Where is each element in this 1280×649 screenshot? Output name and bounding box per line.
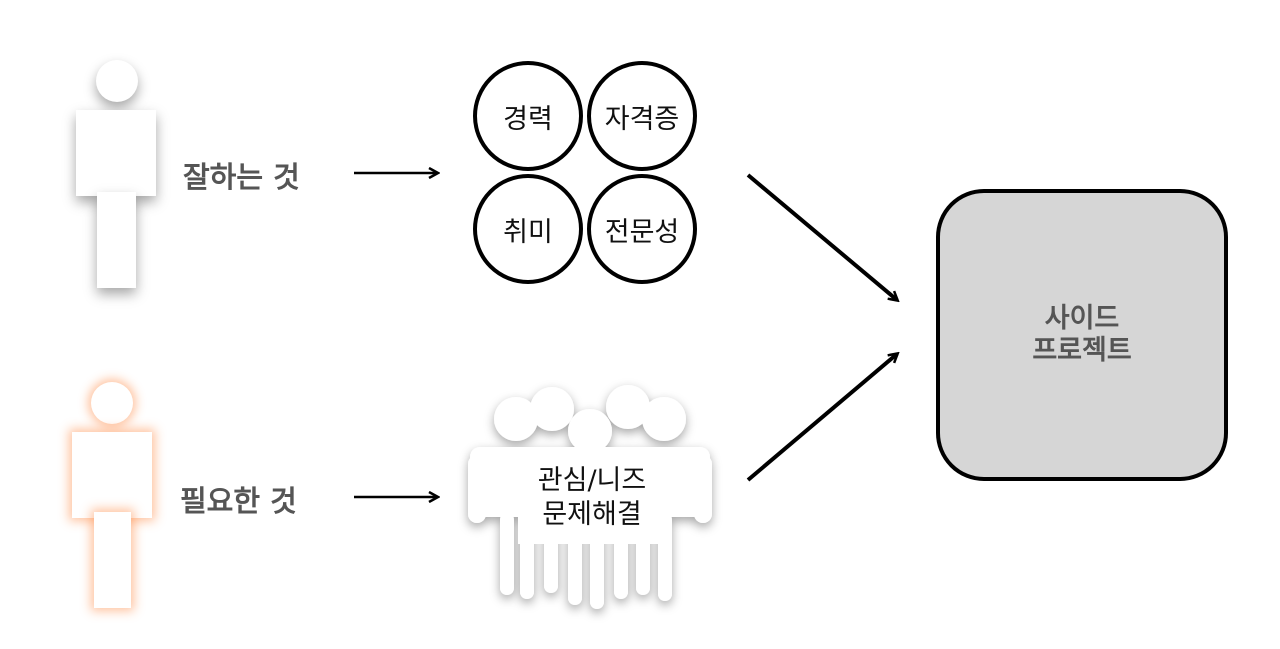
circle-certificate: 자격증	[587, 61, 697, 171]
result-line-1: 사이드	[1044, 302, 1120, 334]
sign-line-1: 관심/니즈	[537, 465, 647, 497]
person-icon-needs	[70, 382, 154, 614]
arrow-needs-to-result	[746, 354, 897, 482]
crowd-sign: 관심/니즈 문제해결	[518, 452, 666, 544]
circle-expertise: 전문성	[587, 174, 697, 284]
arrow-strengths-to-result	[746, 173, 897, 300]
side-project-box: 사이드 프로젝트	[936, 189, 1228, 481]
person-icon-strengths	[76, 58, 156, 293]
circle-career: 경력	[473, 61, 583, 171]
strengths-label: 잘하는 것	[183, 160, 300, 194]
circle-hobby: 취미	[473, 174, 583, 284]
sign-line-2: 문제해결	[542, 499, 642, 530]
needs-label: 필요한 것	[180, 484, 297, 518]
result-line-2: 프로젝트	[1032, 335, 1132, 366]
